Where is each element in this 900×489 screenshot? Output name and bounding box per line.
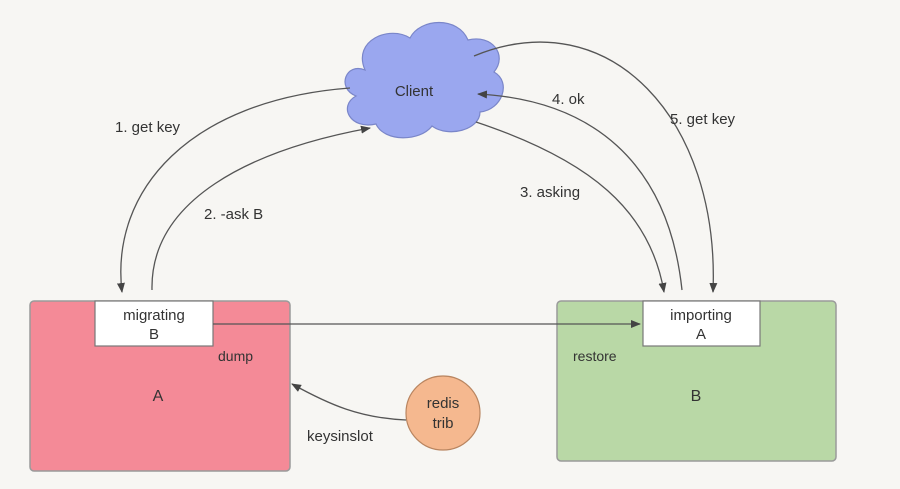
label-keysinslot: keysinslot [307, 428, 374, 445]
node-b-state-value: A [696, 326, 706, 343]
arrow-keysinslot [291, 383, 407, 421]
redis-trib-circle [405, 375, 481, 451]
client-label: Client [395, 83, 434, 100]
redis-trib-node: redis trib [405, 375, 481, 451]
label-get-key-1: 1. get key [115, 119, 181, 136]
label-get-key-5: 5. get key [670, 111, 736, 128]
redis-trib-line1: redis [427, 395, 460, 412]
node-a-state-box [94, 300, 214, 347]
redis-trib-line2: trib [433, 415, 454, 432]
label-ask-b-2: 2. -ask B [204, 206, 263, 223]
arrow-ok-4 [477, 90, 683, 291]
node-b: importing A B restore [556, 300, 837, 462]
node-a-state-label: migrating [123, 307, 185, 324]
node-a: migrating B A dump [29, 300, 291, 472]
arrow-ask-b-2 [151, 125, 371, 291]
label-ok-4: 4. ok [552, 91, 585, 108]
node-b-state-label: importing [670, 307, 732, 324]
client-cloud: Client [344, 21, 504, 139]
node-b-label: B [691, 388, 702, 405]
arrow-asking-3 [475, 121, 667, 293]
node-b-state-box [642, 300, 761, 347]
dump-label: dump [218, 348, 253, 364]
cloud-shape [344, 21, 504, 139]
arrow-get-key-1 [116, 87, 351, 293]
arrow-get-key-5 [473, 41, 718, 293]
node-a-label: A [153, 388, 164, 405]
label-asking-3: 3. asking [520, 184, 580, 201]
node-a-state-value: B [149, 326, 159, 343]
restore-label: restore [573, 348, 617, 364]
